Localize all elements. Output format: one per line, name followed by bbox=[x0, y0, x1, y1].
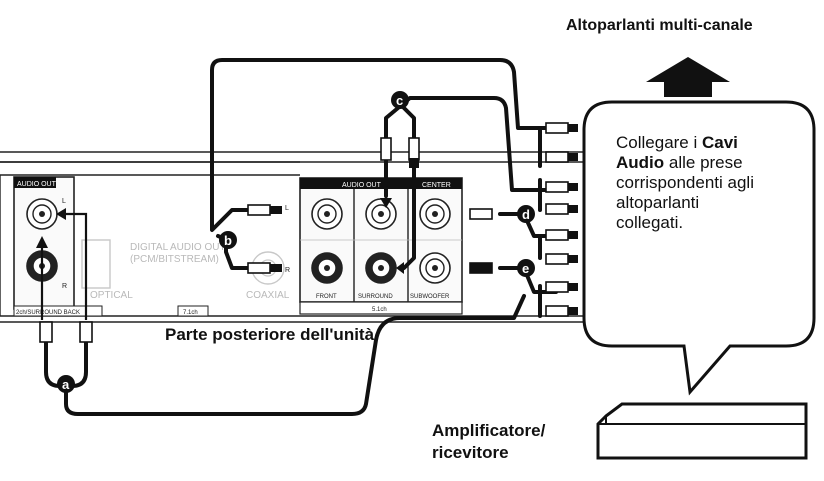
bubble-line1: Collegare i Cavi bbox=[616, 133, 738, 152]
svg-text:c: c bbox=[396, 93, 403, 108]
digital-audio-line2: (PCM/BITSTREAM) bbox=[130, 254, 219, 265]
surround-label: SURROUND bbox=[358, 294, 393, 300]
ch51-label: 5.1ch bbox=[372, 307, 387, 313]
bubble-line2: Audio alle prese bbox=[616, 153, 743, 172]
svg-text:a: a bbox=[62, 377, 70, 392]
subwoofer-label: SUBWOOFER bbox=[410, 294, 450, 300]
speakers-title: Altoparlanti multi-canale bbox=[566, 17, 753, 34]
bubble-line4: altoparlanti bbox=[616, 193, 699, 212]
speech-bubble bbox=[582, 100, 816, 396]
surround-back-label: 2ch/SURROUND BACK bbox=[16, 310, 80, 316]
left-R-label: R bbox=[62, 283, 67, 290]
right-audio-out-panel: AUDIO OUT CENTER L R FRONT SURROUND SUBW… bbox=[285, 177, 463, 315]
front-label: FRONT bbox=[316, 294, 337, 300]
badge-c: c bbox=[391, 91, 409, 109]
ch71-label: 7.1ch bbox=[183, 310, 198, 316]
optical-label: OPTICAL bbox=[90, 290, 133, 301]
digital-audio-line1: DIGITAL AUDIO OUT bbox=[130, 242, 226, 253]
up-arrow-icon bbox=[646, 57, 730, 97]
audio-out-label-left: AUDIO OUT bbox=[17, 181, 57, 188]
amplifier-label-line2: ricevitore bbox=[432, 443, 509, 462]
audio-out-label-right: AUDIO OUT bbox=[342, 182, 382, 189]
insert-arrows bbox=[36, 196, 404, 320]
amplifier-label-line1: Amplificatore/ bbox=[432, 421, 546, 440]
bubble-line3: corrispondenti agli bbox=[616, 173, 754, 192]
badge-d: d bbox=[517, 205, 535, 223]
left-audio-out-panel: AUDIO OUT L R bbox=[13, 176, 75, 310]
right-L-label: L bbox=[285, 205, 289, 212]
left-L-label: L bbox=[62, 198, 66, 205]
amplifier-receiver bbox=[596, 402, 808, 460]
right-R-label: R bbox=[285, 267, 290, 274]
badge-a: a bbox=[57, 375, 75, 393]
svg-text:b: b bbox=[224, 233, 232, 248]
unit-caption: Parte posteriore dell'unità bbox=[165, 325, 375, 344]
plugs bbox=[39, 122, 578, 343]
center-label: CENTER bbox=[422, 182, 451, 189]
svg-text:d: d bbox=[522, 207, 530, 222]
badge-b: b bbox=[219, 231, 237, 249]
coaxial-label: COAXIAL bbox=[246, 290, 290, 301]
bubble-line5: collegati. bbox=[616, 213, 683, 232]
svg-text:e: e bbox=[522, 261, 529, 276]
badge-e: e bbox=[517, 259, 535, 277]
